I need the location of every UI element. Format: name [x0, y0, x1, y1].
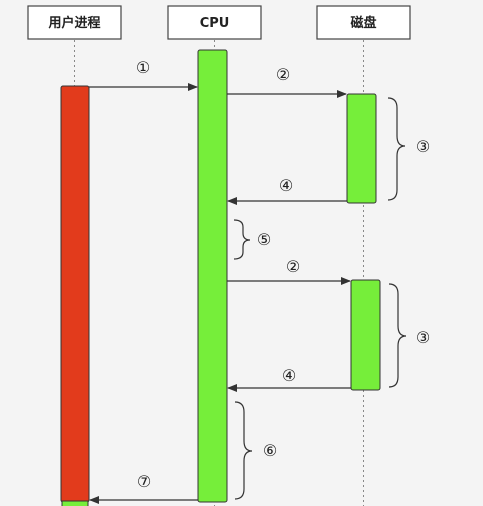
- disk-activation-bar-1: [346, 93, 377, 204]
- cpu-activation-bar: [197, 49, 228, 503]
- user-process-activation-bar: [60, 85, 90, 503]
- participant-disk-label: 磁盘: [350, 15, 376, 31]
- participant-user-process: 用户进程: [27, 5, 122, 40]
- step-label-4b: ④: [282, 366, 296, 385]
- step-label-7: ⑦: [137, 472, 151, 491]
- step-label-1: ①: [136, 58, 150, 77]
- participant-disk: 磁盘: [316, 5, 411, 40]
- step-label-3b: ③: [416, 328, 430, 347]
- step-label-3a: ③: [416, 137, 430, 156]
- participant-user-process-label: 用户进程: [47, 15, 100, 31]
- step-label-2b: ②: [286, 257, 300, 276]
- brace-step-5: [233, 219, 251, 260]
- step-label-6: ⑥: [263, 441, 277, 460]
- disk-activation-bar-2: [350, 279, 381, 391]
- participant-cpu-box: [167, 5, 262, 40]
- participant-user-process-box: [27, 5, 122, 40]
- participant-disk-box: [316, 5, 411, 40]
- participant-cpu-label: CPU: [200, 16, 230, 31]
- step-label-2a: ②: [276, 65, 290, 84]
- participant-cpu: CPU: [167, 5, 262, 40]
- user-process-resume-bar: [61, 500, 89, 506]
- brace-step-6: [234, 401, 253, 500]
- brace-step-3b: [388, 283, 407, 388]
- step-label-4a: ④: [279, 176, 293, 195]
- step-label-5: ⑤: [257, 230, 271, 249]
- brace-step-3a: [387, 97, 406, 201]
